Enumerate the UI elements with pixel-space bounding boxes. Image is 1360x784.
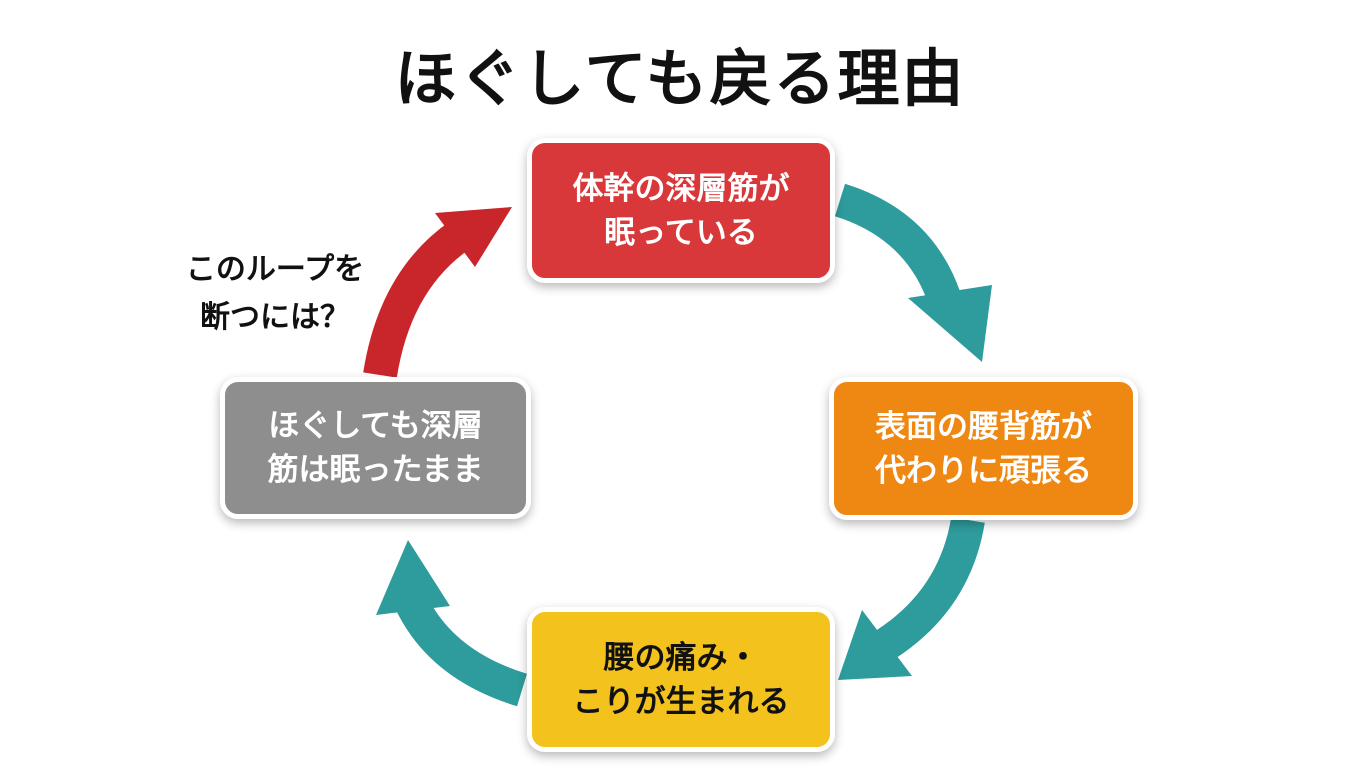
cycle-node-dormant-deep-muscles: 体幹の深層筋が 眠っている bbox=[527, 138, 835, 283]
arrow-left-to-top bbox=[363, 221, 470, 378]
note-line: このループを bbox=[185, 252, 365, 287]
loop-question-note: このループを 断つには？ bbox=[160, 246, 390, 342]
cycle-node-surface-muscles-compensate: 表面の腰背筋が 代わりに頑張る bbox=[829, 377, 1138, 520]
node-text-line: 筋は眠ったまま bbox=[267, 452, 484, 488]
node-text-line: 腰の痛み・ bbox=[603, 639, 759, 676]
node-text-line: 代わりに頑張る bbox=[875, 452, 1092, 489]
arrow-top-to-right bbox=[834, 183, 962, 306]
arrow-head-left-to-top bbox=[435, 207, 512, 267]
note-line: 断つには？ bbox=[200, 300, 350, 335]
node-text-line: 表面の腰背筋が bbox=[875, 408, 1092, 445]
arrow-head-right-to-bottom bbox=[838, 610, 912, 680]
arrow-right-to-bottom bbox=[875, 516, 985, 660]
node-text-line: 体幹の深層筋が bbox=[572, 170, 790, 207]
arrow-bottom-to-left bbox=[394, 592, 528, 707]
node-text-line: 眠っている bbox=[604, 214, 758, 251]
arrow-head-top-to-right bbox=[908, 285, 992, 362]
node-text-line: ほぐしても深層 bbox=[268, 408, 483, 444]
cycle-node-still-dormant: ほぐしても深層 筋は眠ったまま bbox=[220, 377, 531, 519]
node-text-line: こりが生まれる bbox=[572, 683, 790, 720]
page-title: ほぐしても戻る理由 bbox=[394, 42, 966, 115]
cycle-node-back-pain: 腰の痛み・ こりが生まれる bbox=[527, 607, 835, 752]
arrow-head-bottom-to-left bbox=[376, 540, 450, 615]
